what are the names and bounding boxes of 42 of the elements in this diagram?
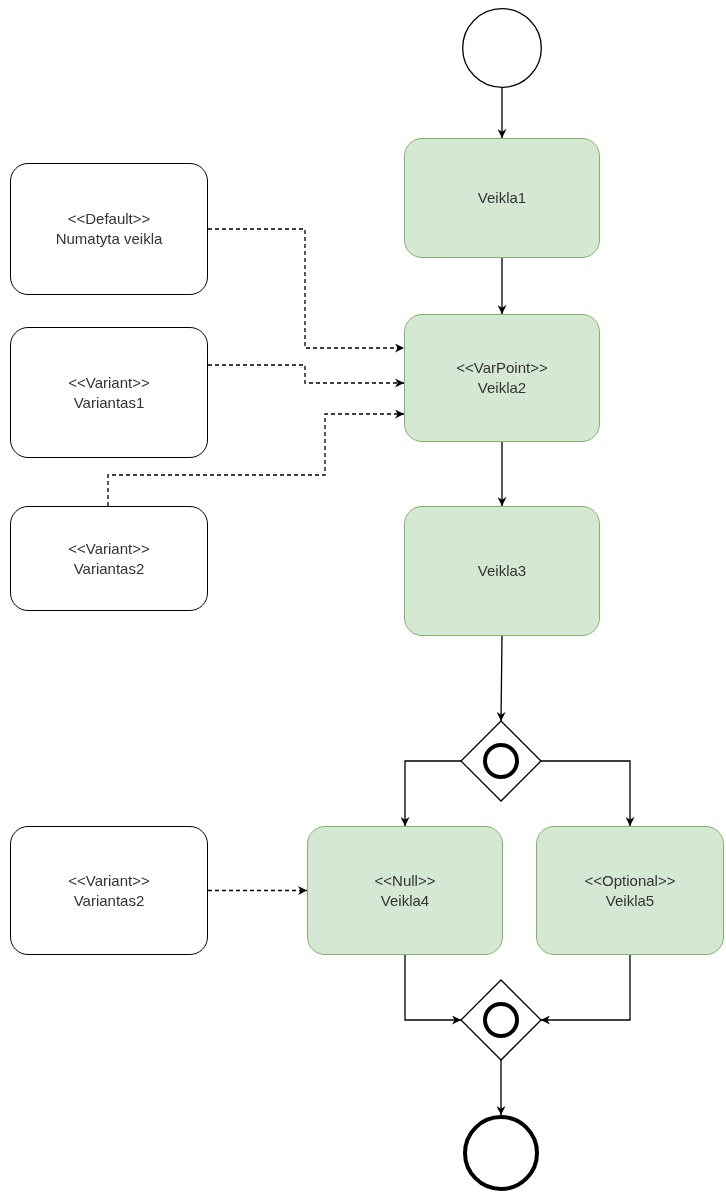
arrow — [540, 954, 631, 1025]
arrow — [497, 441, 507, 507]
stereotype-label: <<Variant>> — [68, 372, 150, 393]
arrow — [404, 954, 462, 1025]
variant-box — [10, 163, 208, 295]
activity-name: Variantas1 — [73, 392, 145, 413]
arrow — [540, 760, 635, 827]
stereotype-label: <<VarPoint>> — [456, 358, 548, 378]
stereotype-label: <<Variant>> — [68, 870, 150, 891]
activity-box — [404, 314, 600, 442]
stereotype-label: <<Variant>> — [68, 538, 150, 559]
activity-name: Veikla5 — [605, 890, 655, 911]
arrow — [497, 87, 507, 139]
activity-box — [307, 826, 503, 955]
start-circle — [462, 8, 542, 88]
activity-name: Veikla1 — [477, 188, 527, 208]
stereotype-label: <<Null>> — [374, 870, 436, 891]
dashed-arrow — [207, 364, 405, 388]
activity-box — [404, 506, 600, 636]
activity-name: Variantas2 — [73, 890, 145, 911]
arrow — [497, 257, 507, 315]
stereotype-label: <<Default>> — [67, 209, 151, 229]
variant-box — [10, 327, 208, 458]
inclusive-gateway-diamond — [461, 980, 541, 1060]
dashed-arrow — [207, 886, 308, 895]
activity-box — [536, 826, 724, 955]
activity-name: Veikla3 — [477, 561, 527, 581]
variant-box — [10, 506, 208, 611]
activity-name: Veikla4 — [380, 890, 430, 911]
arrow — [496, 635, 506, 722]
end-circle — [463, 1115, 539, 1191]
activity-name: Variantas2 — [73, 558, 145, 579]
dashed-arrow — [207, 228, 405, 353]
inclusive-gateway-diamond — [461, 721, 541, 801]
activity-name: Veikla2 — [477, 378, 527, 398]
variant-box — [10, 826, 208, 955]
arrow — [496, 1059, 506, 1116]
dashed-arrow — [107, 409, 405, 507]
arrow — [400, 760, 462, 827]
activity-name: Numatyta veikla — [55, 229, 163, 249]
stereotype-label: <<Optional>> — [584, 870, 676, 891]
activity-box — [404, 138, 600, 258]
